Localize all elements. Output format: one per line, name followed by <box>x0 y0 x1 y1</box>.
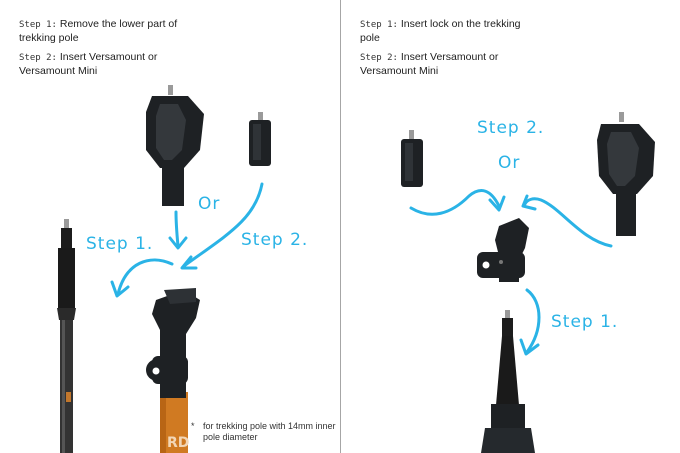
versamount-image <box>146 85 204 206</box>
left-arrows <box>110 182 264 298</box>
arrow-mini-to-lock <box>409 189 501 216</box>
right-step1-annotation: Step 1. <box>551 312 618 332</box>
left-step2-instruction: Step 2: Insert Versamount or Versamount … <box>19 51 189 78</box>
left-step2-annotation: Step 2. <box>241 230 308 250</box>
pole-print: RD <box>167 435 189 451</box>
right-step2-text: Insert Versamount or Versamount Mini <box>360 51 499 77</box>
right-step2-instruction: Step 2: Insert Versamount or Versamount … <box>360 51 530 78</box>
left-or-label: Or <box>198 194 220 214</box>
arrow-versamount-to-lock <box>523 197 613 248</box>
footnote: * for trekking pole with 14mm inner pole… <box>191 421 339 443</box>
versamount-mini-image <box>401 130 423 187</box>
right-step1-instruction: Step 1: Insert lock on the trekking pole <box>360 18 530 45</box>
left-step1-instruction: Step 1: Remove the lower part of trekkin… <box>19 18 189 45</box>
right-or-label: Or <box>498 153 520 173</box>
right-step2-label: Step 2: <box>360 53 398 63</box>
right-step1-label: Step 1: <box>360 20 398 30</box>
footnote-text: for trekking pole with 14mm inner pole d… <box>203 421 336 442</box>
versamount-mini-image <box>249 112 271 166</box>
versamount-image <box>597 112 655 236</box>
arrow-versamount-down <box>174 210 180 248</box>
left-illustration: RD Or Step 1. Step 2. <box>57 85 308 453</box>
right-step1-text: Insert lock on the trekking pole <box>360 18 521 44</box>
pole-lock-assembly-image <box>146 288 200 453</box>
left-step1-annotation: Step 1. <box>86 234 153 254</box>
left-panel: Step 1: Remove the lower part of trekkin… <box>19 18 339 453</box>
arrow-lock-to-pole <box>525 288 541 354</box>
footnote-star: * <box>191 421 195 431</box>
pole-lock-image <box>477 218 529 282</box>
left-step1-text: Remove the lower part of trekking pole <box>19 18 178 44</box>
trekking-pole-image <box>57 219 76 453</box>
arrow-step1 <box>116 258 174 296</box>
left-step2-label: Step 2: <box>19 53 57 63</box>
left-step1-label: Step 1: <box>19 20 57 30</box>
right-step2-annotation: Step 2. <box>477 118 544 138</box>
right-panel: Step 1: Insert lock on the trekking pole… <box>341 0 680 453</box>
trekking-pole-image <box>481 310 535 453</box>
right-illustration: Step 2. Or Step 1. <box>401 112 655 453</box>
arrow-mini-down <box>182 182 264 268</box>
right-arrows <box>409 189 613 356</box>
left-step2-text: Insert Versamount or Versamount Mini <box>19 51 158 77</box>
panel-divider <box>340 0 341 453</box>
